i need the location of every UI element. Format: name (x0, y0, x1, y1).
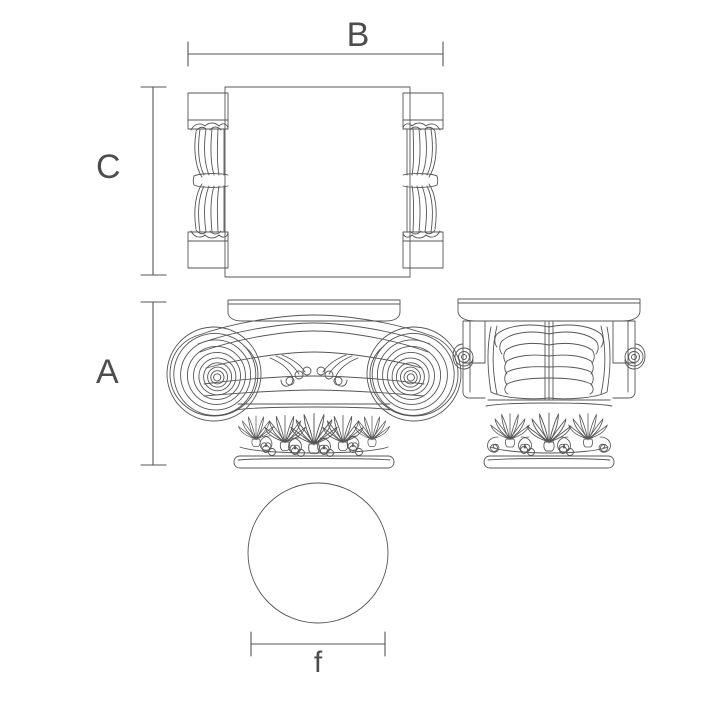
front-elevation (166, 299, 462, 469)
side-abacus (457, 298, 641, 322)
shaft-circle-view (247, 482, 389, 624)
front-volute-left (166, 326, 262, 422)
front-abacus (227, 299, 401, 322)
front-canalis-palmette (269, 354, 359, 387)
front-echinus-band (235, 403, 393, 457)
side-bolster-right (548, 324, 611, 400)
side-echinus-band (485, 399, 613, 456)
front-canalis (195, 314, 433, 397)
dimension-label-C: C (96, 148, 121, 186)
side-bolster-left (487, 324, 550, 400)
dimension-label-A: A (96, 353, 119, 391)
dimension-label-f: f (313, 646, 323, 679)
side-volute-end-right (612, 320, 646, 399)
side-volute-end-left (452, 320, 486, 399)
plan-view (187, 86, 444, 278)
plan-bolster-left (187, 92, 229, 269)
front-astragal (233, 455, 395, 469)
dimension-A (140, 301, 167, 466)
plan-bolster-right (402, 92, 444, 269)
front-volute-right (366, 326, 462, 422)
side-astragal (483, 455, 615, 469)
dimension-f (250, 631, 386, 657)
side-elevation (452, 298, 646, 469)
dimension-B (187, 41, 444, 67)
dimension-C (140, 86, 167, 276)
dimension-label-B: B (346, 16, 370, 54)
